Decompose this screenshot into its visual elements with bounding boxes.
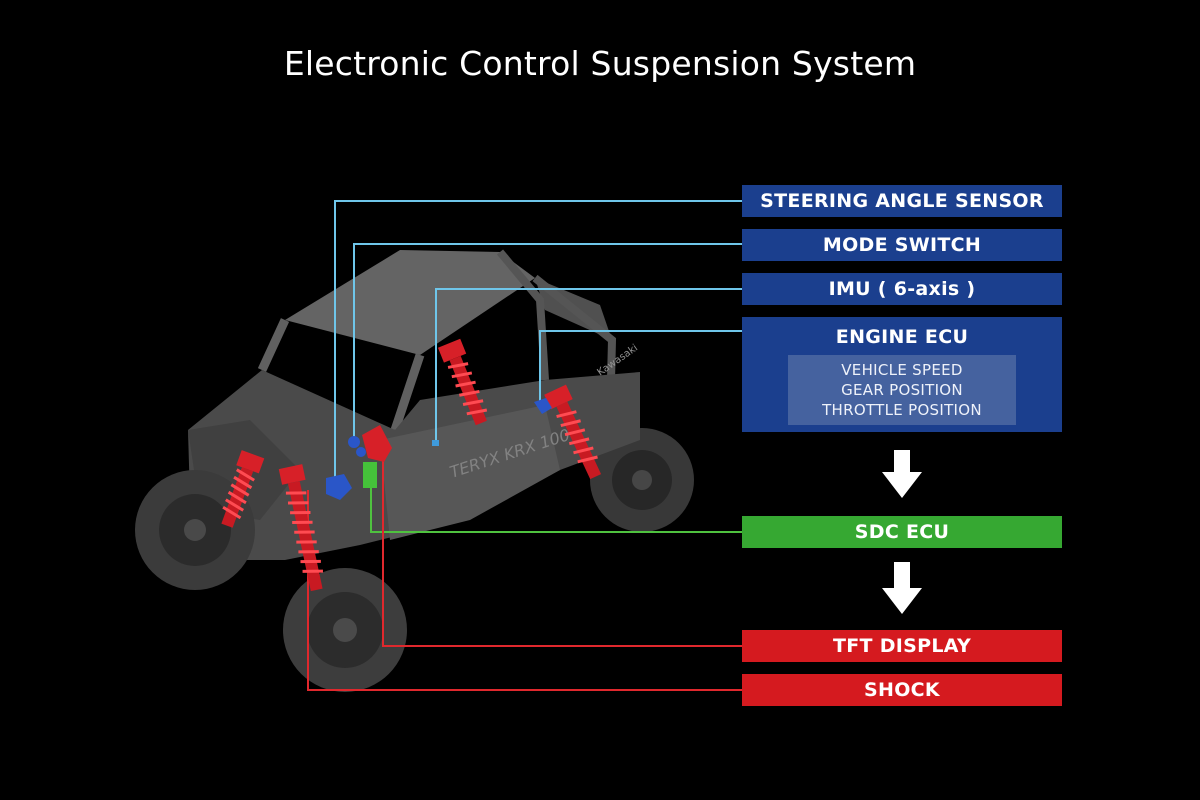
sdc-ecu-label: SDC ECU	[854, 521, 950, 543]
engine-ecu-component	[534, 398, 552, 414]
shock-box: SHOCK	[742, 674, 1062, 706]
sdc-ecu-line	[370, 470, 742, 533]
imu-label: IMU ( 6-axis )	[828, 278, 976, 300]
tft-display-box: TFT DISPLAY	[742, 630, 1062, 662]
mode-switch-line	[353, 243, 742, 440]
sdc-ecu-component	[363, 462, 377, 488]
shock-absorbers	[221, 338, 602, 592]
engine-ecu-line	[539, 330, 742, 405]
mode-switch-label: MODE SWITCH	[822, 234, 982, 256]
shock-label: SHOCK	[864, 679, 940, 701]
imu-line	[435, 288, 742, 443]
arrow-down-to-sdc	[882, 450, 922, 498]
sdc-ecu-box: SDC ECU	[742, 516, 1062, 548]
vehicle-illustration: TERYX KRX 1000 Kawasaki	[135, 249, 694, 692]
engine-ecu-box: ENGINE ECU VEHICLE SPEED GEAR POSITION T…	[742, 317, 1062, 432]
rear-right-wheel	[590, 428, 694, 532]
mode-switch-box: MODE SWITCH	[742, 229, 1062, 261]
engine-ecu-signals: VEHICLE SPEED GEAR POSITION THROTTLE POS…	[788, 355, 1016, 425]
signal-throttle-position: THROTTLE POSITION	[822, 401, 982, 419]
tft-display-label: TFT DISPLAY	[832, 635, 972, 657]
page-title: Electronic Control Suspension System	[283, 44, 917, 83]
shock-front-left	[221, 450, 265, 528]
imu-component	[432, 440, 439, 446]
mode-switch-component	[348, 436, 366, 457]
front-right-wheel	[283, 568, 407, 692]
steering-angle-sensor-label: STEERING ANGLE SENSOR	[760, 190, 1044, 212]
tft-display-line	[382, 448, 742, 647]
shock-rear-left	[437, 338, 488, 426]
shock-front-right	[278, 464, 323, 592]
signal-vehicle-speed: VEHICLE SPEED	[841, 361, 963, 379]
signal-gear-position: GEAR POSITION	[841, 381, 963, 399]
steering-angle-sensor-box: STEERING ANGLE SENSOR	[742, 185, 1062, 217]
engine-ecu-label: ENGINE ECU	[835, 326, 969, 348]
steering-line	[334, 200, 742, 480]
tft-display-component	[362, 425, 392, 462]
steering-angle-sensor-component	[326, 474, 352, 500]
shock-rear-right	[544, 384, 602, 480]
front-left-wheel	[135, 470, 255, 590]
imu-box: IMU ( 6-axis )	[742, 273, 1062, 305]
arrow-down-from-sdc	[882, 562, 922, 614]
